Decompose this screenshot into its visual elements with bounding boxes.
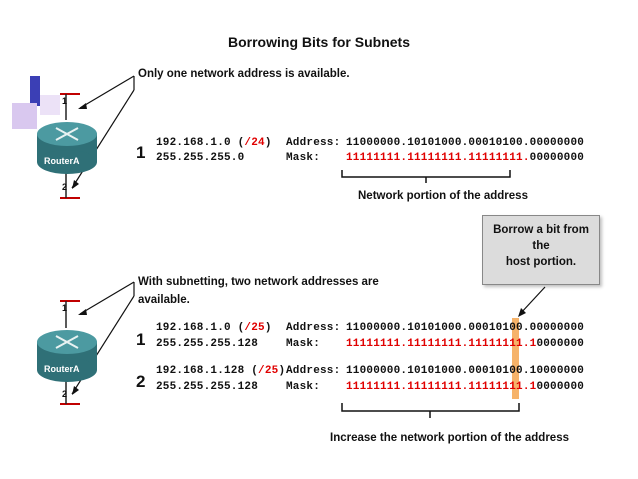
- decorative-square: [30, 76, 40, 106]
- brace-label: Network portion of the address: [358, 190, 528, 202]
- mask-label: Mask:: [286, 338, 321, 350]
- interface-label: 1: [62, 96, 68, 106]
- subnet-mask: 255.255.255.128: [156, 338, 259, 350]
- ip-address: 192.168.1.0 (/24): [156, 137, 272, 149]
- brace-label: Increase the network portion of the addr…: [330, 432, 569, 444]
- ip-address: 192.168.1.128 (/25): [156, 365, 286, 377]
- mask-binary: 11111111.11111111.11111111.10000000: [346, 381, 585, 393]
- subnet-mask: 255.255.255.128: [156, 381, 259, 393]
- callout-box: Borrow a bit from the host portion.: [482, 215, 600, 285]
- row-number: 1: [136, 143, 146, 162]
- subnet-mask: 255.255.255.0: [156, 152, 245, 164]
- address-label: Address:: [286, 137, 341, 149]
- router-label: RouterA: [44, 364, 80, 374]
- row-number: 1: [136, 330, 146, 349]
- bottom-caption: available.: [138, 294, 190, 306]
- decorative-square: [12, 103, 37, 129]
- interface-label: 1: [62, 303, 68, 313]
- address-binary: 11000000.10101000.00010100.10000000: [346, 365, 585, 377]
- router-icon: [37, 122, 97, 174]
- callout-text: host portion.: [505, 256, 577, 268]
- router-icon: [37, 330, 97, 382]
- address-label: Address:: [286, 322, 341, 334]
- callout-text: Borrow a bit from the: [493, 224, 589, 252]
- address-binary: 11000000.10101000.00010100.00000000: [346, 137, 585, 149]
- mask-binary: 11111111.11111111.11111111.10000000: [346, 338, 585, 350]
- address-binary: 11000000.10101000.00010100.00000000: [346, 322, 585, 334]
- interface-label: 2: [62, 389, 68, 399]
- interface-label: 2: [62, 182, 68, 192]
- mask-label: Mask:: [286, 152, 321, 164]
- decorative-square: [40, 95, 60, 115]
- ip-address: 192.168.1.0 (/25): [156, 322, 272, 334]
- router-label: RouterA: [44, 156, 80, 166]
- row-number: 2: [136, 372, 146, 391]
- address-label: Address:: [286, 365, 341, 377]
- mask-label: Mask:: [286, 381, 321, 393]
- mask-binary: 11111111.11111111.11111111.00000000: [346, 152, 585, 164]
- borrowed-bit-highlight: [512, 318, 519, 399]
- bottom-caption: With subnetting, two network addresses a…: [138, 276, 379, 288]
- page-title: Borrowing Bits for Subnets: [228, 34, 410, 50]
- top-caption: Only one network address is available.: [138, 68, 350, 80]
